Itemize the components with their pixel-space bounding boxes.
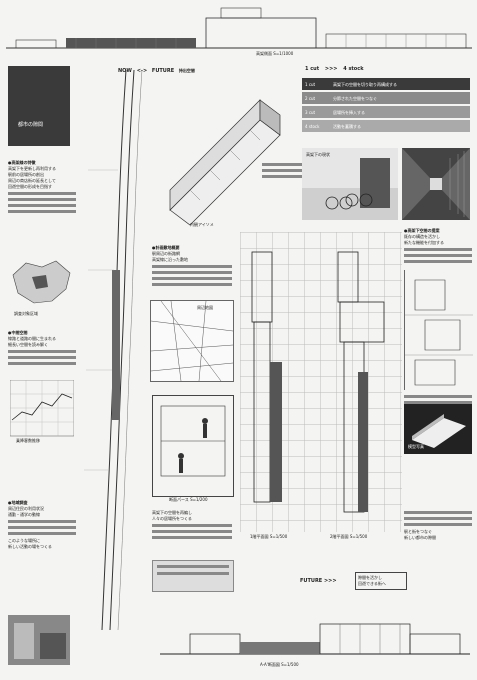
right-section: ●高架下空間の提案 既存の構造を活かし 新たな機能を付加する: [404, 228, 472, 266]
bottom-section-title: A-A'断面図 S=1/500: [260, 662, 299, 667]
map-caption: 調査対象区域: [14, 311, 38, 316]
right-photo-corridor: [402, 148, 470, 220]
cut-row-3: 3 cut 居場所を挿入する: [302, 106, 470, 118]
future-box: 隙間を活かし 回遊できる街へ: [355, 572, 407, 590]
mid-site-section: ●計画敷地概要 駅周辺の街路網 高架線に沿った敷地: [152, 245, 232, 289]
mid-body-text: 高架下の空間を再編し 人々の居場所をつくる: [152, 510, 232, 542]
left-graph: 乗降客数推移: [10, 380, 74, 443]
axon-drawing: 内観アイソメ: [150, 80, 300, 230]
left-section-2: ●中間空間 線路と道路の間に生まれる 細長い空間を読み解く: [8, 330, 76, 368]
left-section-1: ●高架線の特徴 高架下を更新し再利用する 駅前の居場所の創出 周辺の商店街の延長…: [8, 160, 76, 216]
axon-note: [262, 160, 307, 181]
cut-rows: 1 cut 高架下の空間を切り取り再構成する 2 cut 分節された空間をつなぐ…: [302, 78, 470, 132]
left-title: 都市の隙間: [18, 122, 44, 128]
street-map-caption: 周辺地図: [197, 305, 213, 310]
plan-grid: 1階平面図 S=1/500 2階平面図 S=1/500: [240, 232, 402, 539]
right-model-photo: 模型写真: [404, 404, 472, 454]
left-area-map: 調査対象区域: [8, 255, 76, 316]
cut-row-4: 4 stock 活動を蓄積する: [302, 120, 470, 132]
right-photo-bike: 高架下の現状: [302, 148, 398, 220]
top-elevation: 高架側面 S=1/1000: [6, 4, 472, 64]
elevation-drawing: [6, 7, 472, 49]
plan1-caption: 1階平面図 S=1/500: [250, 534, 288, 539]
photo-caption: 高架下の現状: [306, 152, 330, 157]
right-closing: 駅と街をつなぐ 新しい都市の隙間: [404, 508, 472, 541]
right-side-notes: [404, 392, 472, 407]
future-label: FUTURE >>>: [300, 578, 337, 584]
left-photo: [8, 615, 70, 665]
elevation-title: 高架側面 S=1/1000: [256, 51, 294, 56]
cut-stock-header: 1 cut >>> 4 stock: [305, 66, 364, 72]
cut-row-2: 2 cut 分節された空間をつなぐ: [302, 92, 470, 104]
plan2-caption: 2階平面図 S=1/500: [330, 534, 368, 539]
graph-caption: 乗降客数推移: [16, 438, 40, 443]
mid-section-perspective: 断面パース S=1/200: [152, 395, 234, 502]
bottom-section-drawing: A-A'断面図 S=1/500: [160, 604, 470, 674]
right-diagram: [404, 270, 473, 390]
model-caption: 模型写真: [408, 444, 424, 449]
mid-street-map: 周辺地図: [150, 300, 234, 382]
section-caption: 断面パース S=1/200: [169, 497, 208, 502]
rail-plan-drawing: [78, 70, 148, 630]
cut-row-1: 1 cut 高架下の空間を切り取り再構成する: [302, 78, 470, 90]
left-title-box: 都市の隙間: [8, 66, 70, 146]
axon-caption: 内観アイソメ: [190, 222, 214, 227]
mid-note-box: [152, 560, 234, 592]
left-section-3: ●地域調査 周辺住民の利用状況 通勤・通学の動線 このような場所に 新しい活動の…: [8, 500, 76, 550]
